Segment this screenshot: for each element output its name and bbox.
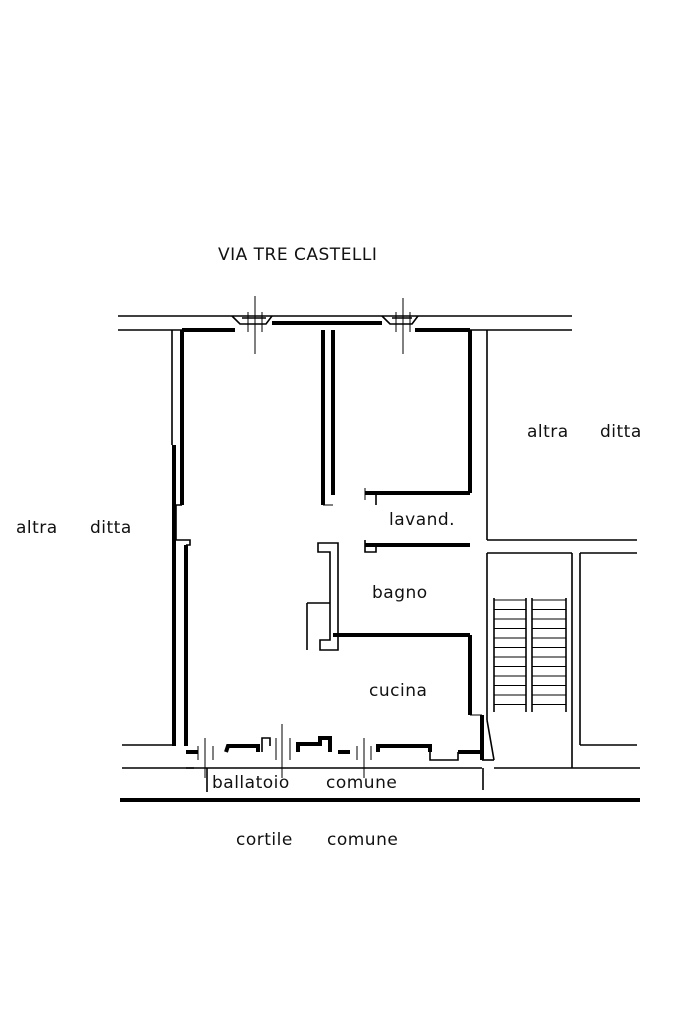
balcony-label-2: comune xyxy=(326,773,397,793)
left-neighbor-label-2: ditta xyxy=(90,518,132,538)
street-window-right xyxy=(381,298,419,354)
street-window-left xyxy=(231,296,273,354)
right-neighbor-label-1: altra xyxy=(527,422,569,442)
room-label-kitchen: cucina xyxy=(369,681,427,701)
room-label-bathroom: bagno xyxy=(372,583,428,603)
left-neighbor-label-1: altra xyxy=(16,518,58,538)
room-label-laundry: lavand. xyxy=(389,510,455,530)
balcony-label-1: ballatoio xyxy=(212,773,290,793)
left-party-wall xyxy=(171,330,191,746)
right-neighbor-walls xyxy=(486,330,637,768)
staircase xyxy=(493,598,567,712)
courtyard-label-1: cortile xyxy=(236,830,293,850)
courtyard-label-2: comune xyxy=(327,830,398,850)
right-unit-wall xyxy=(468,330,484,760)
central-partition xyxy=(306,330,339,651)
courtyard-facade xyxy=(122,724,640,792)
right-neighbor-label-2: ditta xyxy=(600,422,642,442)
street-name: VIA TRE CASTELLI xyxy=(218,245,377,265)
laundry-room xyxy=(364,488,470,553)
street-facade xyxy=(118,315,572,332)
